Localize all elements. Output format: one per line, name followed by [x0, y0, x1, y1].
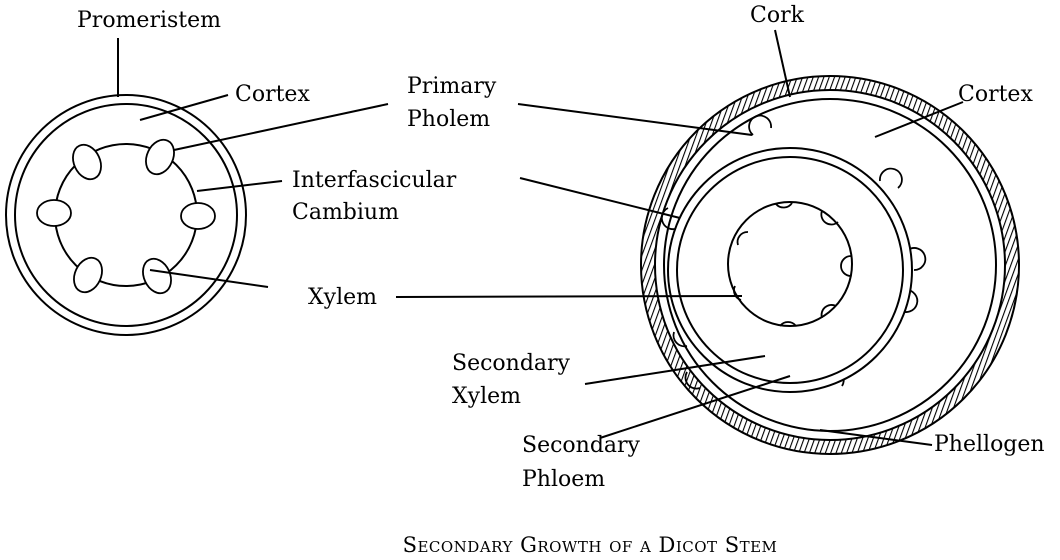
label-primary-phloem-line1: Primary [407, 74, 497, 99]
phloem-bump [672, 331, 688, 348]
vascular-bundle [72, 143, 102, 181]
xylem-bump [820, 304, 837, 319]
leader-interfascicular-left [196, 180, 283, 192]
xylem-bump [820, 210, 839, 226]
leader-lines [117, 29, 964, 446]
label-cortex-right: Cortex [958, 82, 1033, 107]
label-promeristem: Promeristem [77, 8, 221, 33]
secondary-stem [640, 75, 1020, 455]
leader-secondary-phloem [599, 375, 791, 439]
label-secondary-phloem-line1: Secondary [522, 433, 641, 458]
label-secondary-xylem-line2: Xylem [452, 384, 521, 409]
leader-cortex-left [139, 94, 229, 121]
label-xylem: Xylem [308, 285, 377, 310]
leader-cork [774, 29, 791, 98]
vascular-bundle [180, 202, 216, 230]
leader-secondary-xylem [584, 355, 766, 385]
phloem-bump [748, 114, 772, 136]
leader-cortex-right [874, 101, 964, 138]
phloem-bump [684, 371, 701, 390]
pith-ring [727, 201, 853, 327]
labels: Promeristem Cortex Primary Pholem Interf… [77, 3, 1045, 492]
label-secondary-xylem-line1: Secondary [452, 351, 571, 376]
vascular-cambium-ring [676, 156, 904, 384]
leader-interfascicular-right [519, 177, 681, 219]
xylem-bump [779, 321, 797, 327]
phloem-bump [879, 167, 903, 189]
vascular-bundle [142, 257, 172, 295]
label-phellogen: Phellogen [934, 432, 1045, 457]
label-interfascicular-line2: Cambium [292, 200, 399, 225]
figure-caption: Secondary Growth of a Dicot Stem [403, 533, 778, 555]
epidermis-inner-ring [14, 103, 238, 327]
primary-stem [5, 94, 247, 336]
vascular-bundle [36, 199, 72, 227]
label-interfascicular-line1: Interfascicular [292, 168, 457, 193]
xylem-bump [733, 285, 742, 301]
label-secondary-phloem-line2: Phloem [522, 467, 605, 492]
leader-phellogen [819, 429, 933, 446]
leader-primary-phloem-right [517, 103, 753, 136]
phloem-bump [907, 247, 927, 271]
epidermis-outer-ring [5, 94, 247, 336]
xylem-bump [775, 202, 793, 209]
xylem-bump [840, 255, 852, 277]
leader-xylem-right [395, 295, 743, 298]
label-primary-phloem-line2: Pholem [407, 107, 490, 132]
vascular-bundle [73, 256, 103, 294]
label-cork: Cork [750, 3, 805, 28]
leader-primary-phloem-left [173, 103, 389, 151]
vascular-bundle [145, 138, 175, 176]
secondary-phloem-ring [667, 147, 913, 393]
xylem-bump [736, 231, 749, 246]
label-cortex-left: Cortex [235, 82, 310, 107]
leader-xylem-left [149, 269, 269, 288]
